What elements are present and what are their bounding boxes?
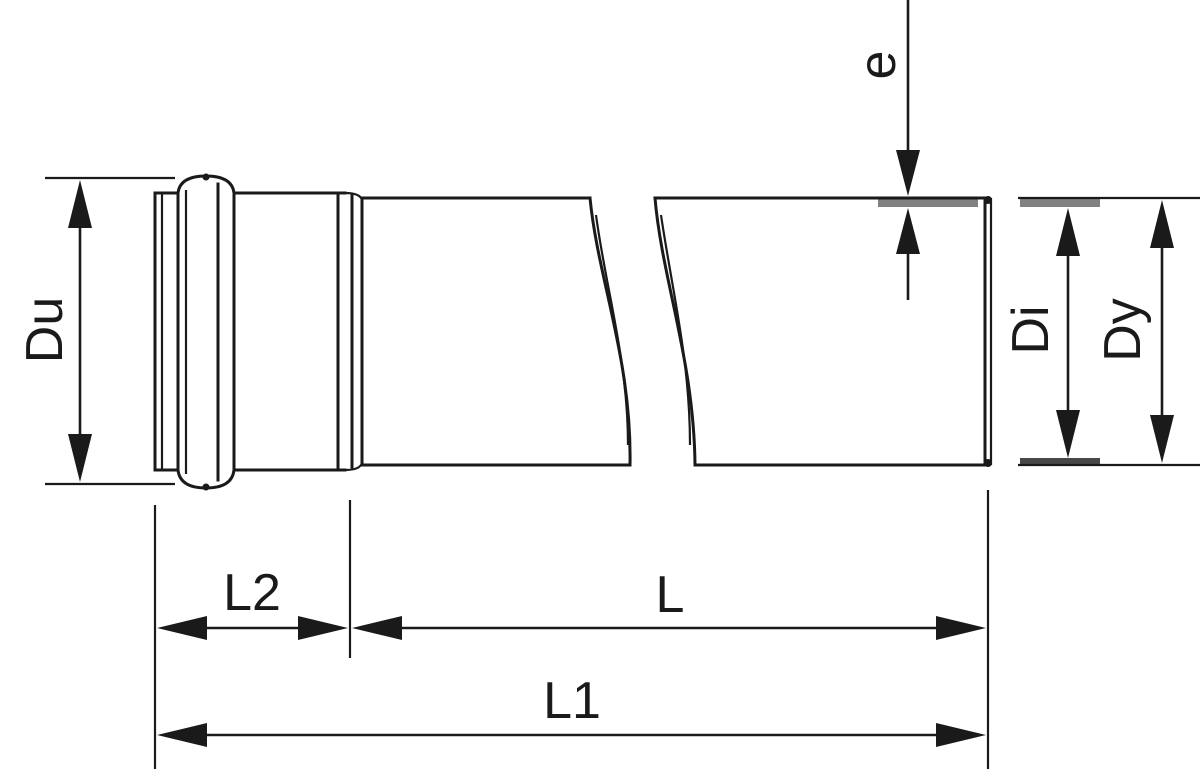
e-dimension: e (849, 0, 920, 300)
wall-thickness-marks (878, 199, 1100, 466)
pipe-body-right (653, 196, 993, 467)
di-dy-dimensions: Di Dy (1002, 196, 1200, 467)
l2-label: L2 (223, 564, 281, 622)
length-dimensions: L2 L L1 (153, 490, 990, 769)
l-label: L (656, 566, 685, 624)
l1-label: L1 (543, 672, 601, 730)
du-label: Du (16, 297, 74, 363)
du-dimension: Du (16, 176, 175, 486)
di-label: Di (1002, 305, 1060, 354)
dy-label: Dy (1094, 298, 1152, 362)
pipe-body-left (360, 196, 632, 467)
e-label: e (849, 51, 907, 80)
pipe-socket (153, 173, 364, 491)
